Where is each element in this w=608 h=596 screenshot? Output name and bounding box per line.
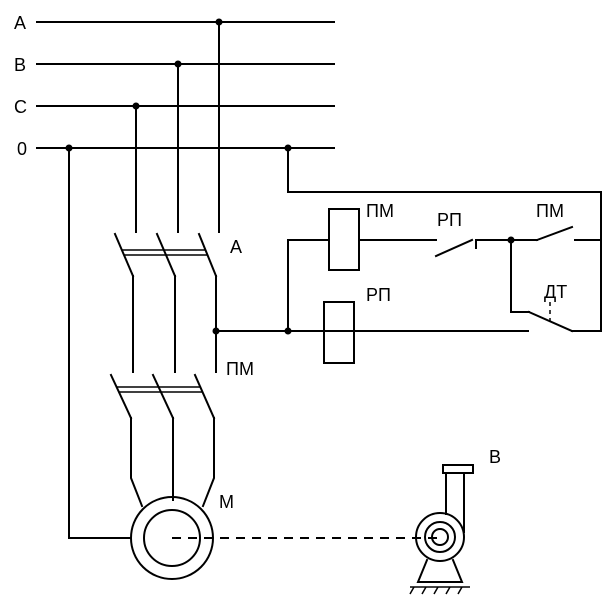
sensor-dt-wire bbox=[510, 239, 530, 313]
coil-pm: ПМ bbox=[328, 201, 437, 271]
mid-phase-wires bbox=[132, 275, 220, 373]
motor-label: М bbox=[219, 492, 234, 512]
pump-base bbox=[416, 558, 464, 583]
pump-label: В bbox=[489, 447, 501, 467]
motor: М bbox=[130, 492, 234, 580]
pump-outlet-flange bbox=[442, 464, 474, 474]
bus-a-label: A bbox=[14, 13, 26, 33]
coil-rp-body bbox=[323, 301, 355, 364]
pump-casing bbox=[415, 512, 465, 562]
contact-pm-blade bbox=[535, 225, 574, 242]
motor-feed bbox=[130, 417, 215, 508]
pump-hatch-5 bbox=[457, 586, 463, 595]
motor-inner bbox=[143, 509, 201, 567]
contact-rp: РП bbox=[434, 210, 512, 258]
contact-rp-label: РП bbox=[437, 210, 462, 230]
pump-hatch-2 bbox=[421, 586, 427, 595]
coil-pm-body bbox=[328, 208, 360, 271]
control-circuit bbox=[215, 147, 602, 335]
bus-c-label: C bbox=[14, 97, 27, 117]
control-neutral-feed bbox=[287, 147, 602, 241]
sensor-dt-label: ДТ bbox=[544, 282, 567, 302]
pump: В bbox=[409, 447, 501, 595]
contact-pm: ПМ bbox=[510, 201, 602, 242]
coil-pm-label: ПМ bbox=[366, 201, 394, 221]
pump-impeller-inner bbox=[431, 528, 449, 546]
circuit-breaker: A bbox=[113, 232, 242, 278]
phase-drops bbox=[135, 21, 220, 233]
supply-buses: A B C 0 bbox=[14, 13, 335, 159]
coil-rp-label: РП bbox=[366, 285, 391, 305]
motor-feed-1 bbox=[130, 417, 144, 508]
pump-hatch-3 bbox=[433, 586, 439, 595]
pump-hatch-1 bbox=[409, 586, 415, 595]
bus-b-label: B bbox=[14, 55, 26, 75]
contact-rp-blade bbox=[434, 238, 474, 258]
motor-feed-3 bbox=[201, 417, 215, 508]
contactor-blade-1 bbox=[109, 373, 133, 420]
contactor-blade-2 bbox=[151, 373, 175, 420]
breaker-label: A bbox=[230, 237, 242, 257]
bus-0-label: 0 bbox=[17, 139, 27, 159]
pump-hatch-4 bbox=[445, 586, 451, 595]
coil-rp: РП bbox=[287, 285, 391, 364]
sensor-dt: ДТ bbox=[510, 239, 602, 333]
contactor-blade-3 bbox=[193, 373, 216, 420]
pump-impeller-outer bbox=[424, 521, 456, 553]
neutral-return bbox=[68, 147, 132, 539]
contact-pm-label: ПМ bbox=[536, 201, 564, 221]
contactor-main: ПМ bbox=[109, 359, 254, 420]
contactor-label: ПМ bbox=[226, 359, 254, 379]
